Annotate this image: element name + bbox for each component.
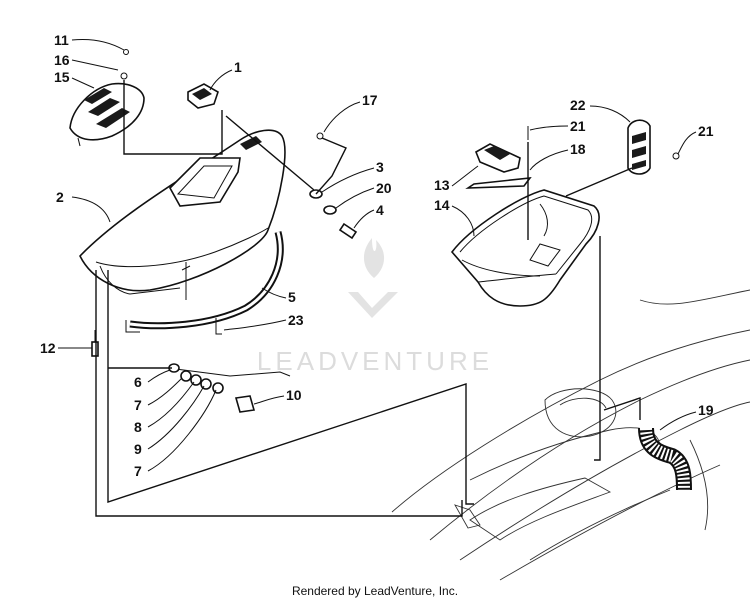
callout-12: 12 (40, 340, 56, 356)
washer-part-2 (323, 205, 337, 215)
seal-strip-part (125, 231, 284, 333)
watermark: LEADVENTURE (257, 238, 493, 376)
callouts: 11 16 15 1 17 2 3 20 4 5 23 12 6 7 8 9 7… (40, 32, 714, 479)
callout-11: 11 (54, 32, 69, 48)
bolt-part (91, 330, 99, 357)
callout-6: 6 (134, 374, 142, 390)
assembly-lines-left (95, 80, 474, 517)
hose-part (638, 427, 692, 491)
callout-4: 4 (376, 202, 384, 218)
callout-21b: 21 (698, 123, 714, 139)
seat-cowl-part (79, 129, 286, 300)
fastener-part (316, 132, 324, 140)
callout-13: 13 (434, 177, 450, 193)
footer-credit: Rendered by LeadVenture, Inc. (291, 584, 459, 598)
screw-part-2 (338, 222, 358, 240)
callout-7b: 7 (134, 463, 142, 479)
assembly-lines-right (527, 142, 641, 461)
latch-part (187, 83, 219, 109)
callout-15: 15 (54, 69, 70, 85)
callout-23: 23 (288, 312, 304, 328)
callout-10: 10 (286, 387, 302, 403)
storage-tray-part (450, 189, 600, 307)
pad-cover-part (69, 82, 145, 147)
callout-22: 22 (570, 97, 586, 113)
callout-18: 18 (570, 141, 586, 157)
callout-7: 7 (134, 397, 142, 413)
grip-part (627, 119, 651, 175)
callout-17: 17 (362, 92, 378, 108)
clip-assembly-part (465, 143, 532, 189)
callout-16: 16 (54, 52, 70, 68)
callout-20: 20 (376, 180, 392, 196)
watermark-text: LEADVENTURE (257, 346, 493, 376)
fastener-part-2 (672, 152, 680, 160)
callout-21: 21 (570, 118, 586, 134)
watermark-flame-icon (363, 238, 385, 278)
vehicle-body-outline (391, 289, 750, 581)
callout-5: 5 (288, 289, 296, 305)
callout-3: 3 (376, 159, 384, 175)
callout-9: 9 (134, 441, 142, 457)
callout-19: 19 (698, 402, 714, 418)
hardware-stack (167, 363, 291, 413)
callout-14: 14 (434, 197, 450, 213)
callout-8: 8 (134, 419, 142, 435)
screw-part (123, 49, 129, 55)
clip-part (215, 318, 222, 335)
watermark-v-icon (348, 292, 398, 318)
rivet-part (120, 72, 128, 80)
callout-2: 2 (56, 189, 64, 205)
callout-1: 1 (234, 59, 242, 75)
